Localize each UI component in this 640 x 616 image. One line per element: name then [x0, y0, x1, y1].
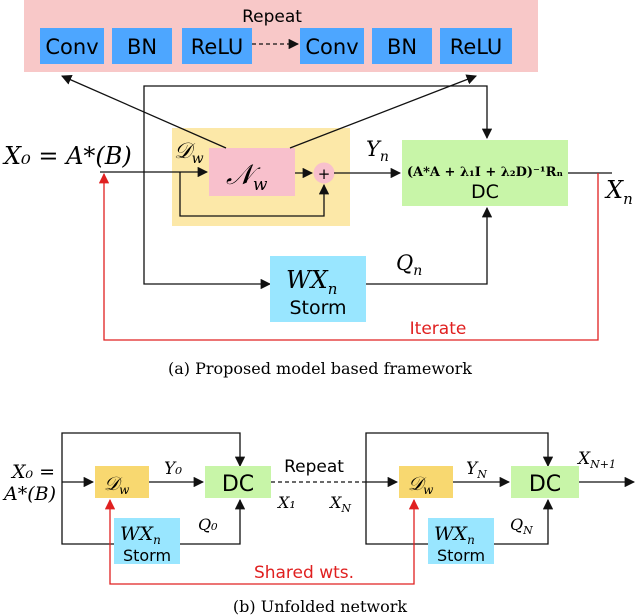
dc-label: DC	[471, 181, 499, 203]
b-storm-to-dc-1	[180, 498, 246, 545]
relu-label-2: ReLU	[450, 35, 503, 59]
yn-label: Yn	[366, 137, 389, 165]
input-bypass-loop	[143, 85, 493, 172]
b-top-bypass-2	[365, 432, 554, 482]
b-xN1-label: XN+1	[576, 449, 616, 471]
b-storm-wx-2: WXn	[434, 523, 475, 547]
iterate-loop	[98, 172, 599, 341]
caption-a: (a) Proposed model based framework	[168, 359, 472, 378]
caption-b: (b) Unfolded network	[233, 597, 407, 616]
b-storm-wx-1: WXn	[120, 523, 161, 547]
relu-box-2	[440, 28, 512, 64]
b-dw-box-2	[399, 466, 453, 498]
nw-box	[209, 148, 295, 196]
b-storm-to-dc-2	[494, 498, 554, 545]
conv-label-1: Conv	[45, 35, 98, 59]
b-q0-label: Q₀	[198, 515, 218, 534]
b-y0-label: Y₀	[164, 459, 182, 479]
bn-box-2	[372, 28, 432, 64]
xn-label: Xn	[604, 176, 633, 208]
qn-label: Qn	[396, 251, 422, 279]
storm-wx-label: WXn	[286, 266, 337, 298]
b-shared-label: Shared wts.	[254, 563, 354, 583]
relu-label-1: ReLU	[191, 35, 244, 59]
b-dw-box-1	[95, 466, 149, 498]
bn-label-2: BN	[387, 35, 417, 59]
b-x0-line2: A*(B)	[2, 483, 56, 505]
dc-formula: (A*A + λ₁I + λ₂D)⁻¹Rₙ	[407, 165, 563, 180]
b-yN-label: YN	[466, 459, 487, 481]
bn-label-1: BN	[127, 35, 157, 59]
sum-plus: +	[318, 165, 331, 183]
b-dc-box-2	[511, 466, 579, 498]
relu-box-1	[182, 28, 252, 64]
x0-label: X₀ = A*(B)	[2, 142, 132, 170]
b-dc-label-1: DC	[222, 472, 254, 497]
b-storm-label-1: Storm	[123, 546, 171, 565]
b-repeat-label: Repeat	[284, 457, 344, 477]
bn-box-1	[112, 28, 172, 64]
b-dc-label-2: DC	[529, 472, 561, 497]
b-bottom-line-1	[61, 482, 114, 545]
nw-to-network-arrow-right	[289, 74, 477, 149]
dc-box	[402, 140, 568, 206]
repeat-label: Repeat	[242, 7, 302, 27]
skip-connection	[179, 172, 330, 217]
network-block: Repeat Conv BN ReLU Conv BN ReLU	[24, 0, 538, 72]
b-x1-label: X₁	[276, 493, 296, 512]
storm-label: Storm	[289, 297, 346, 319]
b-dc-box-1	[205, 466, 271, 498]
b-shared-weights-link	[104, 498, 420, 585]
input-to-storm-line	[143, 172, 272, 290]
b-qN-label: QN	[510, 515, 533, 537]
b-xN-label: XN	[328, 493, 351, 515]
b-storm-box-1	[114, 518, 180, 564]
conv-box-2	[300, 28, 364, 64]
storm-to-dc-line	[366, 206, 493, 285]
storm-box	[270, 256, 366, 322]
b-x0-line1: X₀ =	[10, 461, 55, 483]
b-storm-label-2: Storm	[437, 546, 485, 565]
b-dw-label-1: 𝒟w	[104, 473, 130, 497]
b-top-bypass-1	[61, 432, 246, 482]
b-dw-label-2: 𝒟w	[408, 473, 434, 497]
conv-label-2: Conv	[305, 35, 358, 59]
b-storm-box-2	[428, 518, 494, 564]
dw-label: 𝒟w	[174, 139, 204, 167]
iterate-label: Iterate	[410, 319, 467, 339]
conv-box-1	[40, 28, 104, 64]
